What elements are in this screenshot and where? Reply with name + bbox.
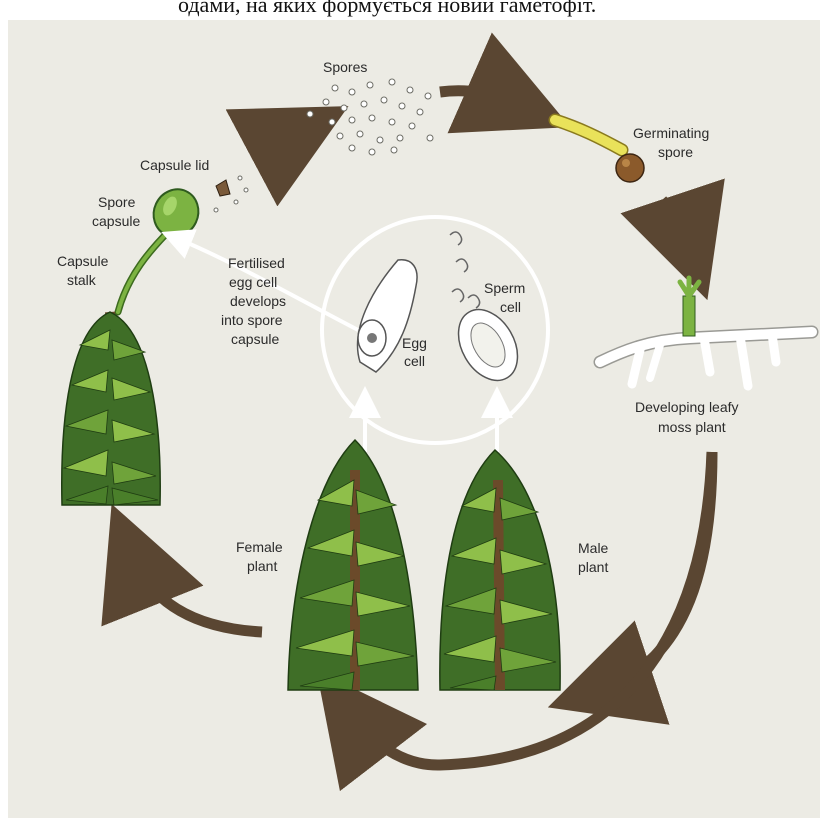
label-fertilised-line2: egg cell	[229, 274, 277, 290]
label-fertilised-line4: into spore	[221, 312, 283, 328]
germinating-spore-illustration	[555, 120, 644, 182]
label-developing-line2: moss plant	[658, 419, 726, 435]
label-spore-capsule-line1: Spore	[98, 194, 136, 210]
capsule-lid-illustration	[214, 176, 248, 212]
developing-moss-plant-illustration	[600, 278, 812, 386]
arrow-female-to-capsule	[132, 555, 262, 632]
arrow-capsule-to-spores	[258, 132, 300, 160]
label-spore-capsule-line2: capsule	[92, 213, 140, 229]
label-female-line1: Female	[236, 539, 283, 555]
label-egg-cell-line2: cell	[404, 353, 425, 369]
arrow-spores-to-germinating	[440, 91, 520, 105]
label-male-line1: Male	[578, 540, 609, 556]
spores-cluster	[307, 79, 433, 155]
label-sperm-cell-line1: Sperm	[484, 280, 525, 296]
arrow-germinating-to-developing	[662, 200, 690, 248]
label-germinating-line2: spore	[658, 144, 693, 160]
label-fertilised-line3: develops	[230, 293, 286, 309]
label-developing-line1: Developing leafy	[635, 399, 739, 415]
label-female-line2: plant	[247, 558, 277, 574]
label-fertilised-line5: capsule	[231, 331, 279, 347]
label-capsule-stalk-line2: stalk	[67, 272, 97, 288]
label-male-line2: plant	[578, 559, 608, 575]
label-spores: Spores	[323, 59, 367, 75]
label-sperm-cell-line2: cell	[500, 299, 521, 315]
male-plant-illustration	[440, 450, 560, 690]
label-capsule-lid: Capsule lid	[140, 157, 209, 173]
label-fertilised-line1: Fertilised	[228, 255, 285, 271]
female-plant-illustration	[288, 440, 418, 690]
label-egg-cell-line1: Egg	[402, 335, 427, 351]
label-capsule-stalk-line1: Capsule	[57, 253, 109, 269]
label-germinating-line1: Germinating	[633, 125, 709, 141]
mature-moss-with-capsule-illustration	[62, 312, 160, 505]
